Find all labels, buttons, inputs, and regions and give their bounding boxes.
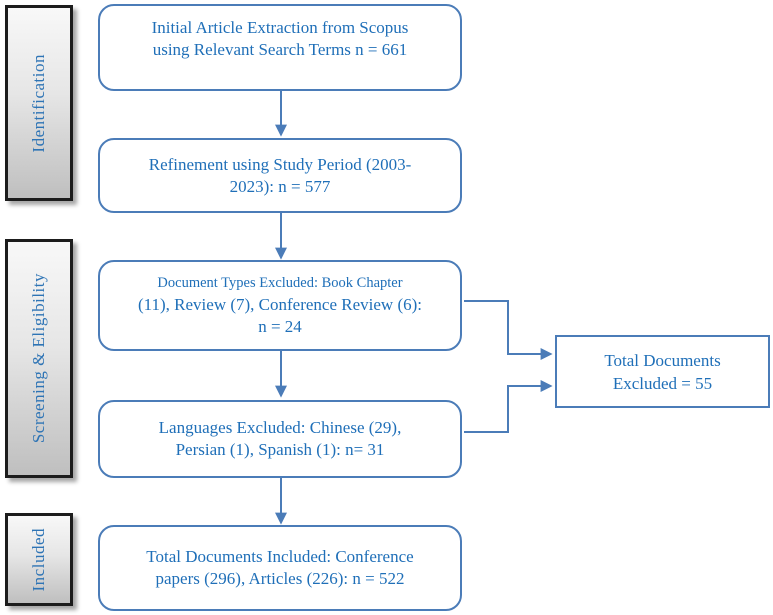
flowbox-doctypes-line2: (11), Review (7), Conference Review (6): [137,295,422,314]
flowbox-total-included-line1: Total Documents Included: Conference [146,547,414,566]
flowbox-document-types-excluded: Document Types Excluded: Book Chapter (1… [98,260,462,351]
stage-identification-label: Identification [29,53,48,153]
arrow-doctypes-to-excluded [464,300,553,360]
flowbox-refinement-line1: Refinement using Study Period (2003- [148,154,412,174]
stage-screening-eligibility: Screening & Eligibility [5,239,73,478]
stage-included: Included [5,513,73,606]
flowbox-initial-extraction-line2: using Relevant Search Terms n = 661 [152,39,408,59]
stage-included-label: Included [29,527,48,592]
flowbox-doctypes-line1: Document Types Excluded: Book Chapter [157,275,403,291]
flowbox-doctypes-line3: n = 24 [258,317,302,336]
flowbox-initial-extraction-line1: Initial Article Extraction from Scopus [151,17,409,37]
box-total-documents-excluded: Total Documents Excluded = 55 [555,335,770,408]
flowbox-refinement-line2: 2023): n = 577 [229,176,331,196]
stage-identification: Identification [5,5,73,201]
arrow-languages-to-excluded [464,380,553,433]
flowbox-languages-line2: Persian (1), Spanish (1): n= 31 [175,440,385,459]
flowbox-total-included: Total Documents Included: Conference pap… [98,525,462,611]
flowbox-total-included-line2: papers (296), Articles (226): n = 522 [155,569,405,588]
excluded-box-line1: Total Documents [604,350,721,370]
flowbox-initial-extraction: Initial Article Extraction from Scopus u… [98,4,462,91]
flowbox-languages-line1: Languages Excluded: Chinese (29), [158,418,402,437]
flowbox-refinement-study-period: Refinement using Study Period (2003- 202… [98,138,462,213]
stage-screening-eligibility-label: Screening & Eligibility [29,273,48,444]
flowbox-languages-excluded: Languages Excluded: Chinese (29), Persia… [98,400,462,478]
excluded-box-line2: Excluded = 55 [612,373,713,393]
